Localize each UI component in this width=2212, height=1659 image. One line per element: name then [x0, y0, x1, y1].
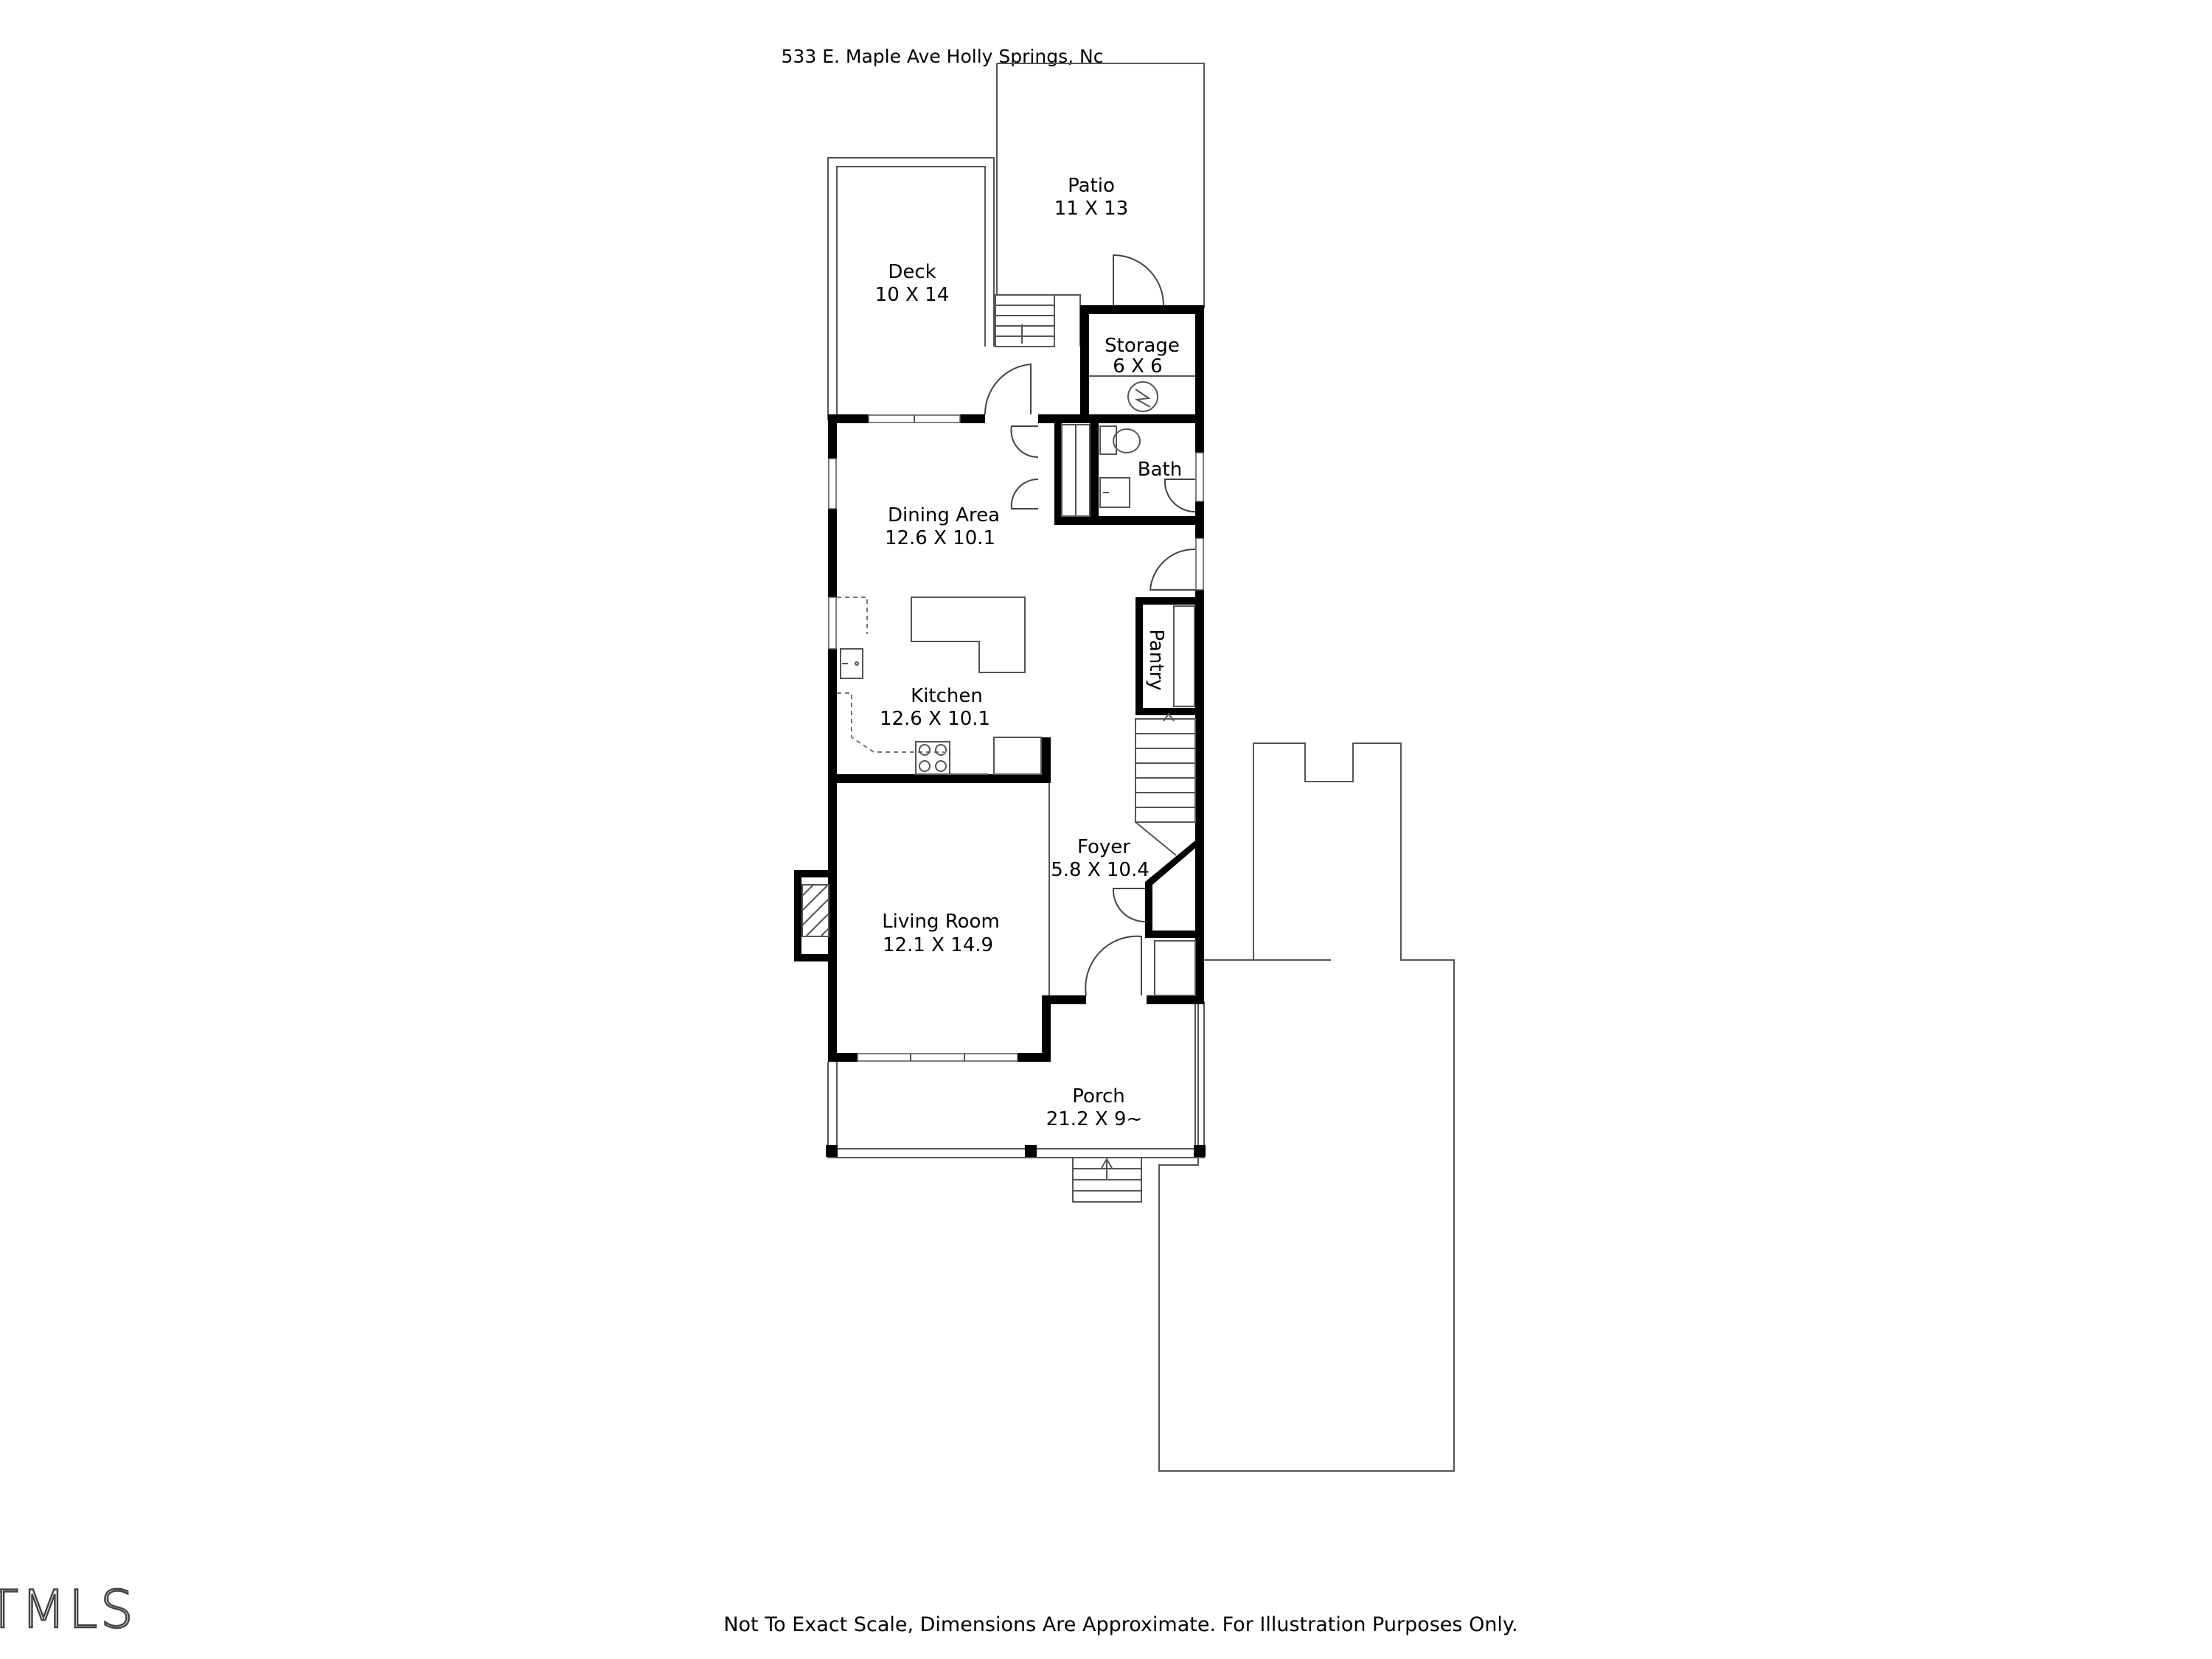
room-label-kitchen: Kitchen 12.6 X 10.1: [880, 685, 990, 730]
svg-text:Kitchen: Kitchen: [911, 685, 983, 707]
svg-text:12.6 X 10.1: 12.6 X 10.1: [880, 708, 990, 730]
room-label-bath: Bath: [1138, 459, 1182, 481]
driveway-outline: [1158, 742, 1455, 1472]
svg-text:Deck: Deck: [888, 261, 936, 283]
room-label-pantry: Pantry: [1145, 629, 1167, 690]
svg-text:Living Room: Living Room: [882, 911, 1000, 933]
svg-text:6 X 6: 6 X 6: [1113, 355, 1162, 378]
deck-outline: [827, 157, 995, 420]
svg-text:10 X 14: 10 X 14: [875, 284, 950, 306]
svg-text:TMLS: TMLS: [0, 1579, 136, 1640]
svg-text:Bath: Bath: [1138, 459, 1182, 481]
room-label-storage: Storage 6 X 6: [1105, 335, 1180, 378]
room-label-dining: Dining Area 12.6 X 10.1: [885, 504, 1000, 549]
svg-text:5.8 X 10.4: 5.8 X 10.4: [1051, 859, 1150, 881]
porch-stairs: [1072, 1157, 1142, 1203]
room-label-living: Living Room 12.1 X 14.9: [882, 911, 1000, 956]
deck-stairs: [995, 294, 1055, 347]
disclaimer-note: Not To Exact Scale, Dimensions Are Appro…: [723, 1613, 1517, 1636]
room-label-foyer: Foyer 5.8 X 10.4: [1051, 836, 1150, 881]
svg-text:Foyer: Foyer: [1077, 836, 1130, 858]
svg-text:Storage: Storage: [1105, 335, 1180, 357]
svg-text:Dining Area: Dining Area: [888, 504, 1000, 526]
porch-outline: [827, 1001, 1205, 1158]
walls: [794, 305, 1204, 1062]
svg-text:12.1 X 14.9: 12.1 X 14.9: [883, 934, 993, 956]
room-label-patio: Patio 11 X 13: [1054, 175, 1129, 220]
svg-text:Porch: Porch: [1072, 1085, 1125, 1107]
svg-text:21.2 X 9~: 21.2 X 9~: [1046, 1108, 1143, 1130]
svg-text:12.6 X 10.1: 12.6 X 10.1: [885, 527, 995, 549]
room-label-deck: Deck 10 X 14: [875, 261, 950, 306]
fixtures: [801, 375, 1196, 996]
svg-text:11 X 13: 11 X 13: [1054, 198, 1129, 220]
doors: [984, 254, 1196, 996]
tmls-logo: TMLS: [0, 1579, 136, 1641]
svg-text:Patio: Patio: [1068, 175, 1115, 197]
room-label-porch: Porch 21.2 X 9~: [1046, 1085, 1143, 1130]
windows: [828, 414, 1204, 1062]
svg-text:Pantry: Pantry: [1145, 629, 1167, 690]
